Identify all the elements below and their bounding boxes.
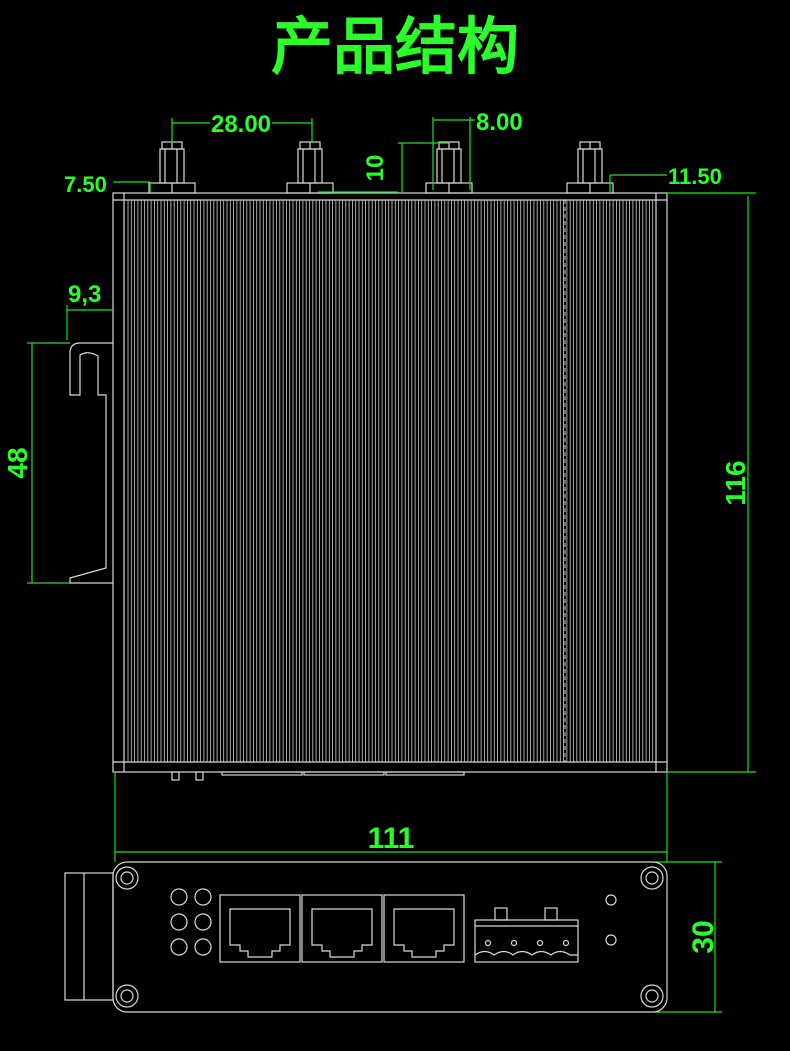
dim-label: 11.50	[668, 164, 722, 189]
terminal-pin	[562, 939, 570, 947]
terminal-pin	[536, 939, 544, 947]
indicator-hole	[605, 934, 617, 946]
antenna-connectors	[148, 141, 614, 194]
power-terminal-block	[474, 907, 579, 963]
terminal-pin	[510, 939, 518, 947]
rj45-port	[383, 894, 465, 963]
dimension-body-height: 116	[667, 196, 756, 773]
screw-hole	[115, 866, 139, 890]
din-clip-side	[64, 872, 114, 1001]
heatsink-fins	[127, 200, 654, 762]
rj45-port	[219, 894, 301, 963]
antenna-connector	[425, 141, 473, 194]
dimension-antenna-width: 8.00	[432, 109, 523, 190]
antenna-connector	[286, 141, 334, 194]
dimension-front-height: 30	[655, 861, 722, 1013]
device-front-view	[64, 861, 668, 1013]
dimension-antenna-spacing: 28.00	[171, 111, 313, 143]
page-title: 产品结构	[271, 10, 519, 83]
indicator-hole	[605, 894, 617, 906]
dimension-antenna-height: 10	[318, 142, 450, 193]
dim-label: 116	[720, 460, 751, 505]
dim-label: 9,3	[68, 281, 101, 308]
screw-hole	[640, 984, 664, 1008]
dim-label: 28.00	[211, 111, 271, 138]
rj45-port	[301, 894, 383, 963]
led-indicator	[194, 938, 212, 956]
din-rail-clip	[69, 342, 113, 584]
dimension-width: 111	[114, 772, 668, 862]
dimension-right-offset: 11.50	[609, 164, 756, 194]
led-indicator	[194, 913, 212, 931]
led-indicator	[170, 913, 188, 931]
antenna-connector	[148, 141, 196, 194]
dimension-left-offset: 7.50	[64, 172, 151, 197]
led-indicator	[194, 888, 212, 906]
dim-label: 7.50	[64, 172, 107, 197]
dim-label: 30	[687, 920, 720, 953]
dim-label: 8.00	[476, 109, 523, 136]
front-panel	[112, 861, 668, 1013]
device-top-view	[69, 141, 668, 781]
led-stub	[195, 771, 204, 781]
dim-label: 10	[362, 155, 389, 182]
antenna-connector	[566, 141, 614, 194]
dimension-din-clip-height: 48	[2, 342, 70, 584]
led-indicator	[170, 938, 188, 956]
led-indicator	[170, 888, 188, 906]
screw-hole	[115, 984, 139, 1008]
dimension-din-clip-depth: 9,3	[66, 281, 113, 340]
dim-label: 48	[2, 447, 33, 478]
housing-outline	[112, 192, 668, 773]
terminal-pin	[484, 939, 492, 947]
dim-label: 111	[368, 822, 415, 855]
screw-hole	[640, 866, 664, 890]
led-stub	[171, 771, 180, 781]
